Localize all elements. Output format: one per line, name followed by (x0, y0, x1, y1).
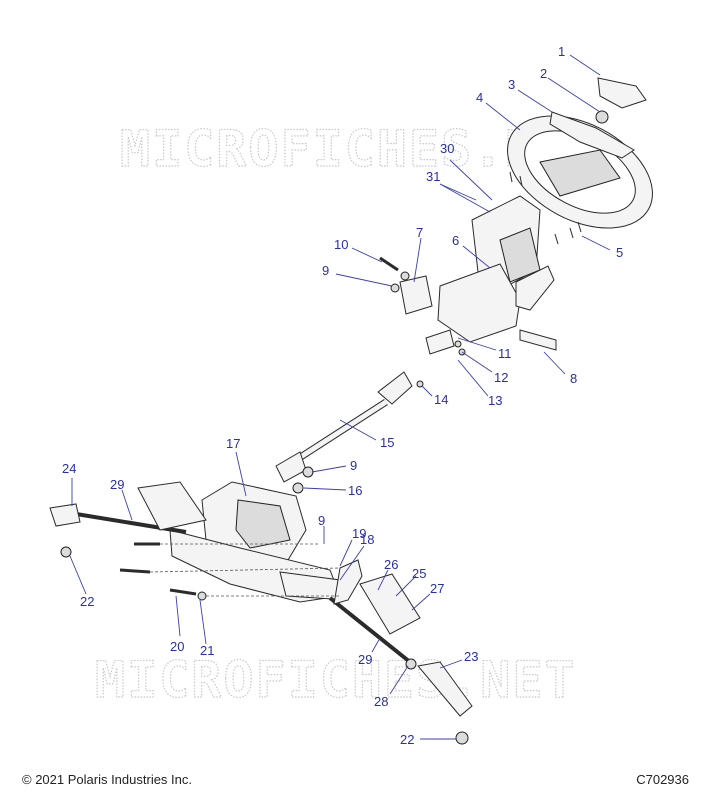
shaft-fasteners (292, 466, 314, 494)
tie-rod-right (328, 596, 473, 745)
callout-7: 7 (416, 225, 423, 240)
boot-right (359, 573, 421, 635)
copyright-text: © 2021 Polaris Industries Inc. (22, 772, 192, 787)
callout-3: 3 (508, 77, 515, 92)
callout-5: 5 (616, 245, 623, 260)
steering-rack (169, 481, 349, 603)
callout-11: 11 (498, 346, 512, 361)
callout-14: 14 (434, 392, 448, 407)
callout-9-column: 9 (322, 263, 329, 278)
callout-21: 21 (200, 643, 214, 658)
wheel-screws (509, 171, 582, 245)
callout-22-left: 22 (80, 594, 94, 609)
steering-column (425, 195, 557, 355)
callout-29-left: 29 (110, 477, 124, 492)
callout-4: 4 (476, 90, 483, 105)
rack-bracket (333, 559, 363, 605)
callout-1: 1 (558, 44, 565, 59)
callout-27: 27 (430, 581, 444, 596)
callout-13: 13 (488, 393, 502, 408)
callout-24: 24 (62, 461, 76, 476)
callout-6: 6 (452, 233, 459, 248)
callout-15: 15 (380, 435, 394, 450)
callout-31: 31 (426, 169, 440, 184)
callouts: 1 2 3 4 5 6 7 8 9 9 9 10 11 12 13 14 15 … (62, 44, 623, 747)
callout-23: 23 (464, 649, 478, 664)
rack-bolts (119, 542, 207, 601)
callout-9-rack: 9 (318, 513, 325, 528)
callout-12: 12 (494, 370, 508, 385)
callout-10: 10 (334, 237, 348, 252)
callout-22-bottom: 22 (400, 732, 414, 747)
callout-20: 20 (170, 639, 184, 654)
callout-28: 28 (374, 694, 388, 709)
intermediate-shaft (275, 371, 424, 483)
callout-17: 17 (226, 436, 240, 451)
horn-pad (549, 111, 635, 159)
watermark-bottom: MICROFICHES.NET (95, 651, 577, 709)
column-bracket (399, 275, 433, 315)
callout-8: 8 (570, 371, 577, 386)
callout-29-right: 29 (358, 652, 372, 667)
callout-9-shaft: 9 (350, 458, 357, 473)
figure-code: C702936 (636, 772, 689, 787)
boot-left (137, 481, 207, 531)
callout-19: 19 (352, 526, 366, 541)
wheel-trim-cover (597, 77, 647, 109)
callout-26: 26 (384, 557, 398, 572)
callout-18: 18 (360, 532, 374, 547)
callout-25: 25 (412, 566, 426, 581)
callout-30: 30 (440, 141, 454, 156)
callout-16: 16 (348, 483, 362, 498)
center-nut (595, 110, 609, 124)
leader-lines (69, 54, 611, 740)
callout-2: 2 (540, 66, 547, 81)
bracket-bolt (379, 256, 410, 293)
